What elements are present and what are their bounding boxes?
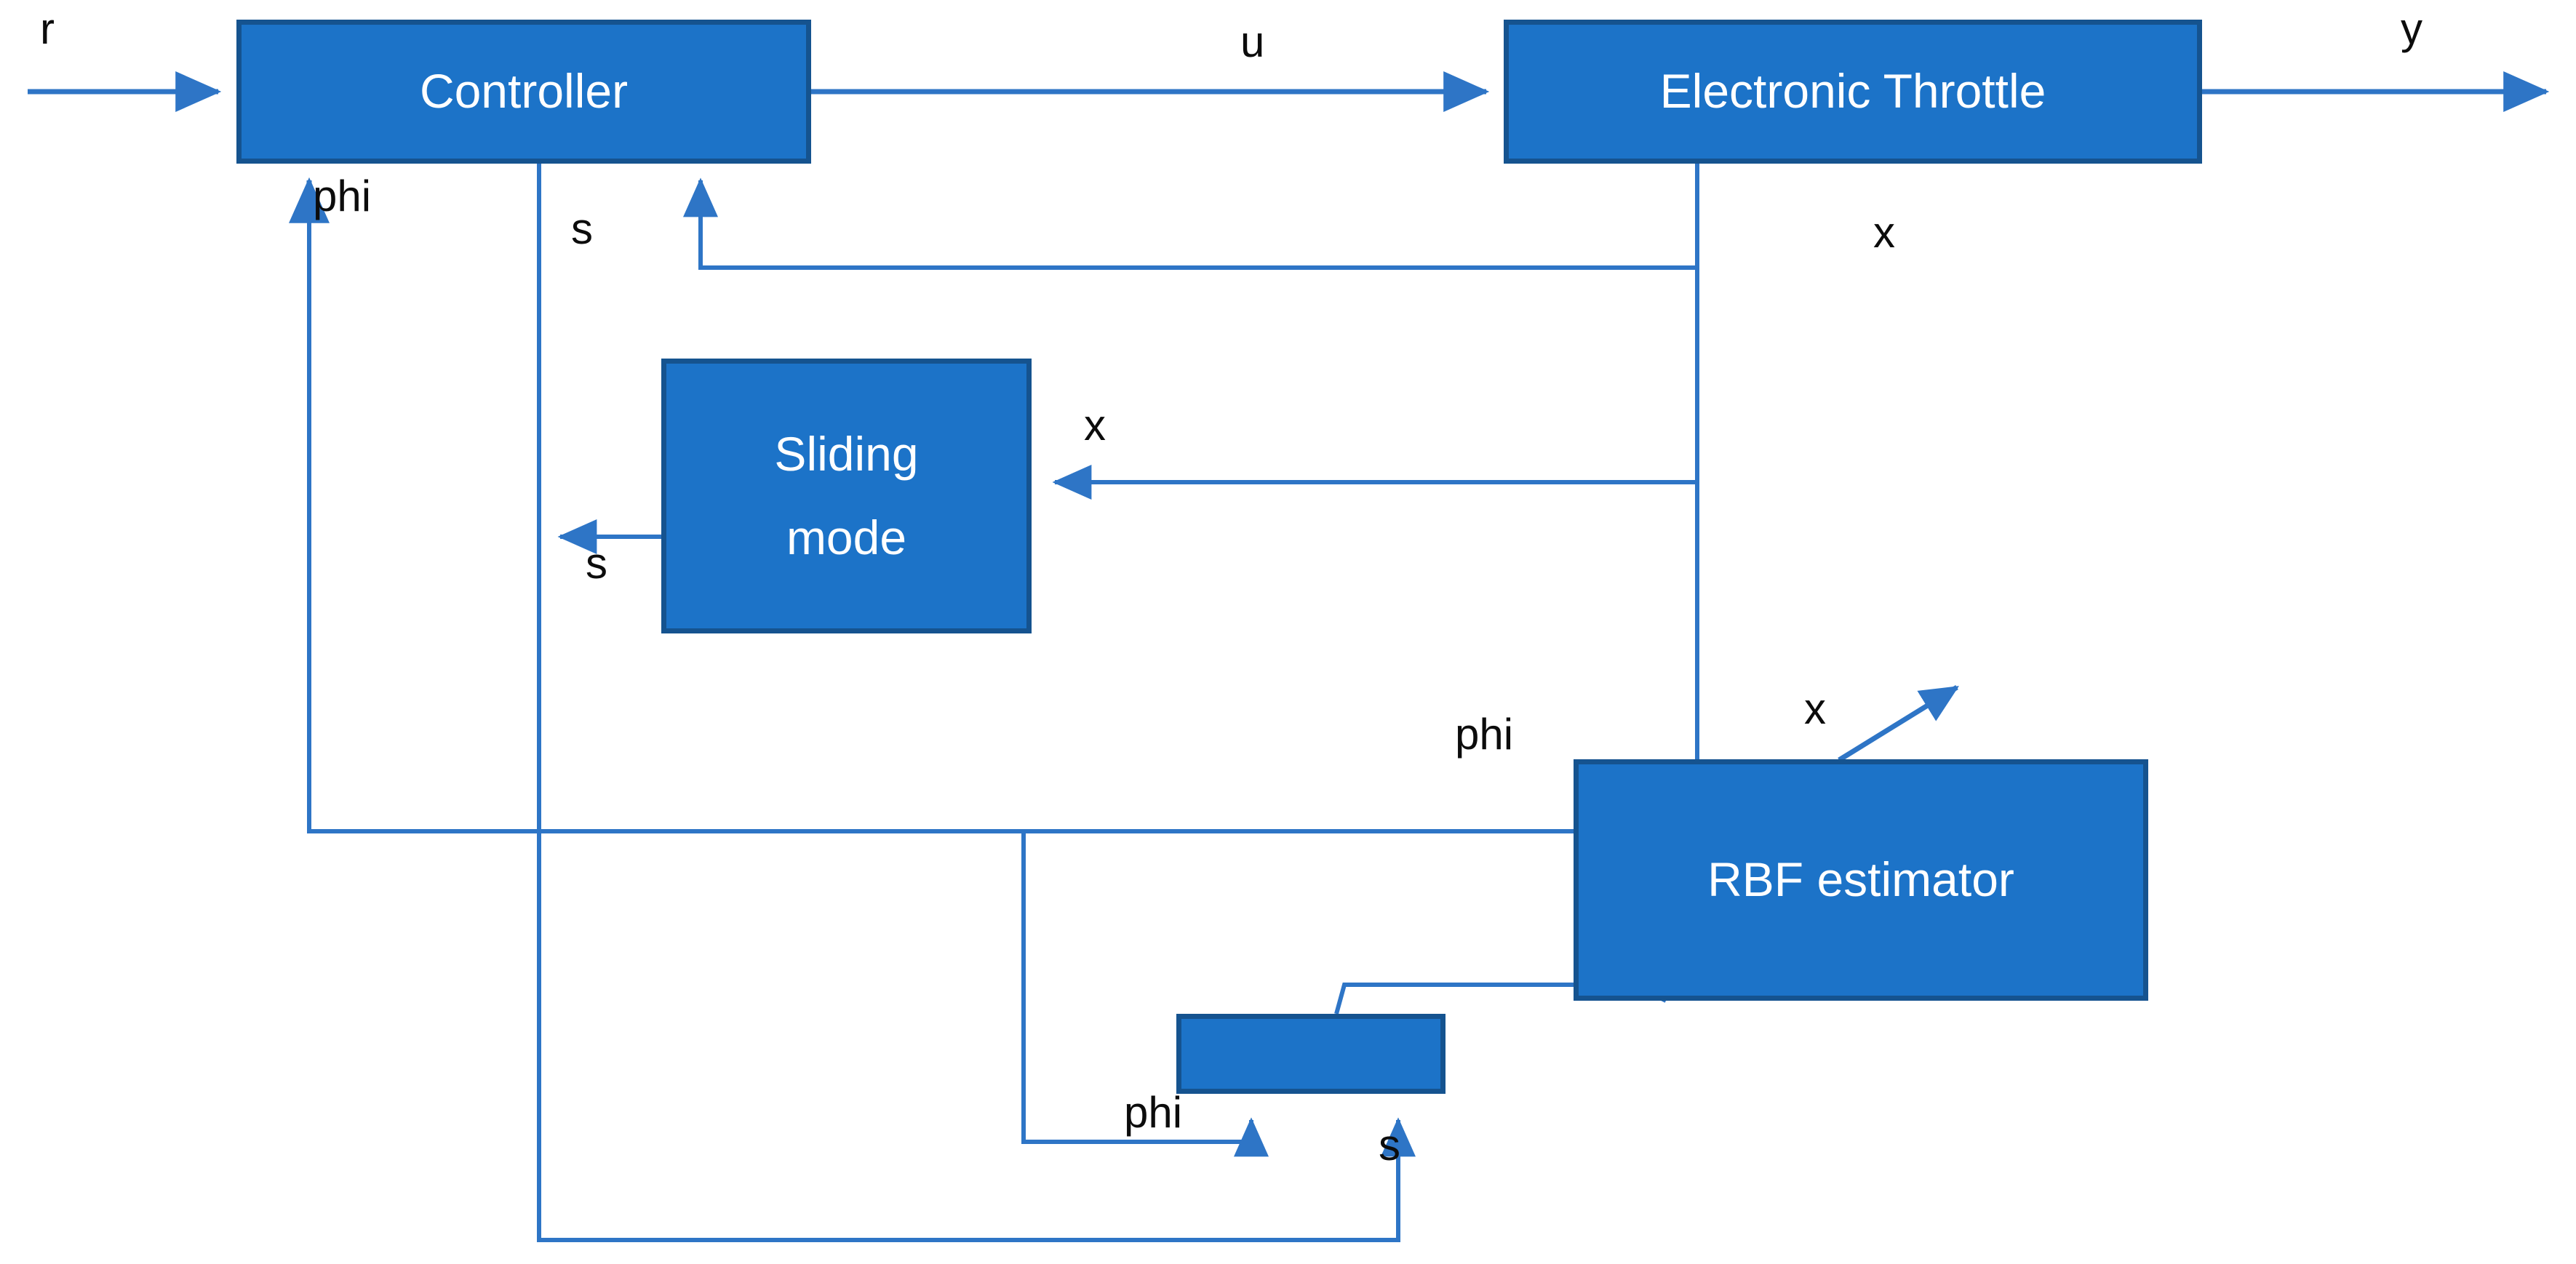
block-rbf-estimator[interactable]: RBF estimator bbox=[1574, 759, 2148, 1001]
wire-phi-to-adaptation bbox=[1021, 831, 1269, 1157]
signal-label-r: r bbox=[40, 4, 55, 53]
block-rbf-estimator-label: RBF estimator bbox=[1707, 852, 2014, 907]
signal-label-x-throttle: x bbox=[1873, 208, 1895, 257]
block-electronic-throttle[interactable]: Electronic Throttle bbox=[1504, 20, 2202, 164]
wire-x-to-controller bbox=[683, 177, 1697, 270]
block-adaptation[interactable] bbox=[1176, 1014, 1445, 1094]
signal-label-x-rbf: x bbox=[1804, 684, 1826, 733]
block-controller[interactable]: Controller bbox=[236, 20, 811, 164]
block-sliding-mode[interactable]: Sliding mode bbox=[661, 359, 1032, 633]
wire-rbf-phi-output bbox=[1838, 685, 1959, 762]
wire-s-bus bbox=[537, 164, 1416, 1242]
signal-label-s-controller: s bbox=[571, 204, 593, 253]
block-electronic-throttle-label: Electronic Throttle bbox=[1659, 64, 2046, 119]
block-sliding-mode-label: Sliding mode bbox=[774, 426, 919, 565]
block-controller-label: Controller bbox=[419, 64, 629, 119]
signal-label-phi-rbf: phi bbox=[1455, 710, 1514, 759]
signal-label-y: y bbox=[2401, 4, 2423, 53]
wire-phi-bus bbox=[307, 180, 1574, 833]
signal-label-phi-adapt: phi bbox=[1124, 1088, 1183, 1137]
signal-label-s-adapt: s bbox=[1379, 1121, 1400, 1169]
signal-label-u: u bbox=[1240, 17, 1265, 66]
signal-label-x-sliding: x bbox=[1084, 401, 1106, 449]
signal-label-phi-controller: phi bbox=[313, 172, 372, 220]
signal-label-s-sliding: s bbox=[586, 539, 607, 588]
